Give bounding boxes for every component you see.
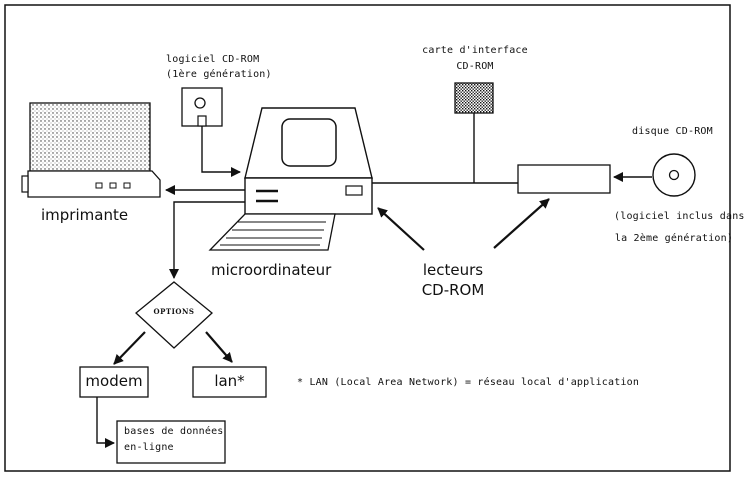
options-label: OPTIONS — [153, 307, 195, 316]
lan-footnote: * LAN (Local Area Network) = réseau loca… — [297, 377, 640, 388]
software-cd-rom-label: logiciel CD-ROM (1ère génération) — [166, 54, 272, 80]
connectors — [96, 113, 652, 448]
modem-box — [79, 366, 149, 398]
lan-box — [192, 366, 267, 398]
cd-rom-disc-label: disque CD-ROM — [632, 126, 713, 137]
online-db-line2: en-ligne — [124, 441, 174, 453]
cd-rom-drives-label: lecteurs CD-ROM — [408, 261, 498, 300]
modem-label: modem — [85, 372, 143, 390]
microcomputer-label: microordinateur — [211, 261, 332, 279]
software-included-line1: (logiciel inclus dans — [614, 211, 745, 222]
diagram-border — [4, 4, 731, 472]
online-db-label: bases de données en-ligne — [124, 426, 224, 453]
interface-card-line1: carte d'interface — [422, 45, 528, 56]
cd-rom-drives-line2: CD-ROM — [421, 281, 485, 300]
interface-card-icon — [454, 82, 494, 114]
printer-device — [21, 102, 161, 198]
software-cd-rom-line2: (1ère génération) — [166, 68, 272, 80]
options-diamond — [135, 281, 213, 349]
microcomputer-device — [208, 107, 373, 251]
software-cd-rom-line1: logiciel CD-ROM — [166, 54, 260, 65]
interface-card-label: carte d'interface CD-ROM — [420, 45, 530, 72]
online-db-line1: bases de données — [124, 426, 224, 437]
interface-card-line2: CD-ROM — [456, 60, 494, 72]
software-included-line2: la 2ème génération) — [614, 232, 734, 244]
printer-label: imprimante — [41, 206, 129, 224]
cd-rom-drive — [517, 164, 611, 194]
online-db-box — [116, 420, 226, 464]
cd-rom-disc-icon — [652, 153, 696, 197]
lan-label: lan* — [214, 372, 245, 390]
floppy-disk-icon — [181, 87, 223, 127]
software-included-label: (logiciel inclus dans la 2ème génération… — [614, 211, 745, 244]
cd-rom-drives-line1: lecteurs — [422, 261, 484, 279]
